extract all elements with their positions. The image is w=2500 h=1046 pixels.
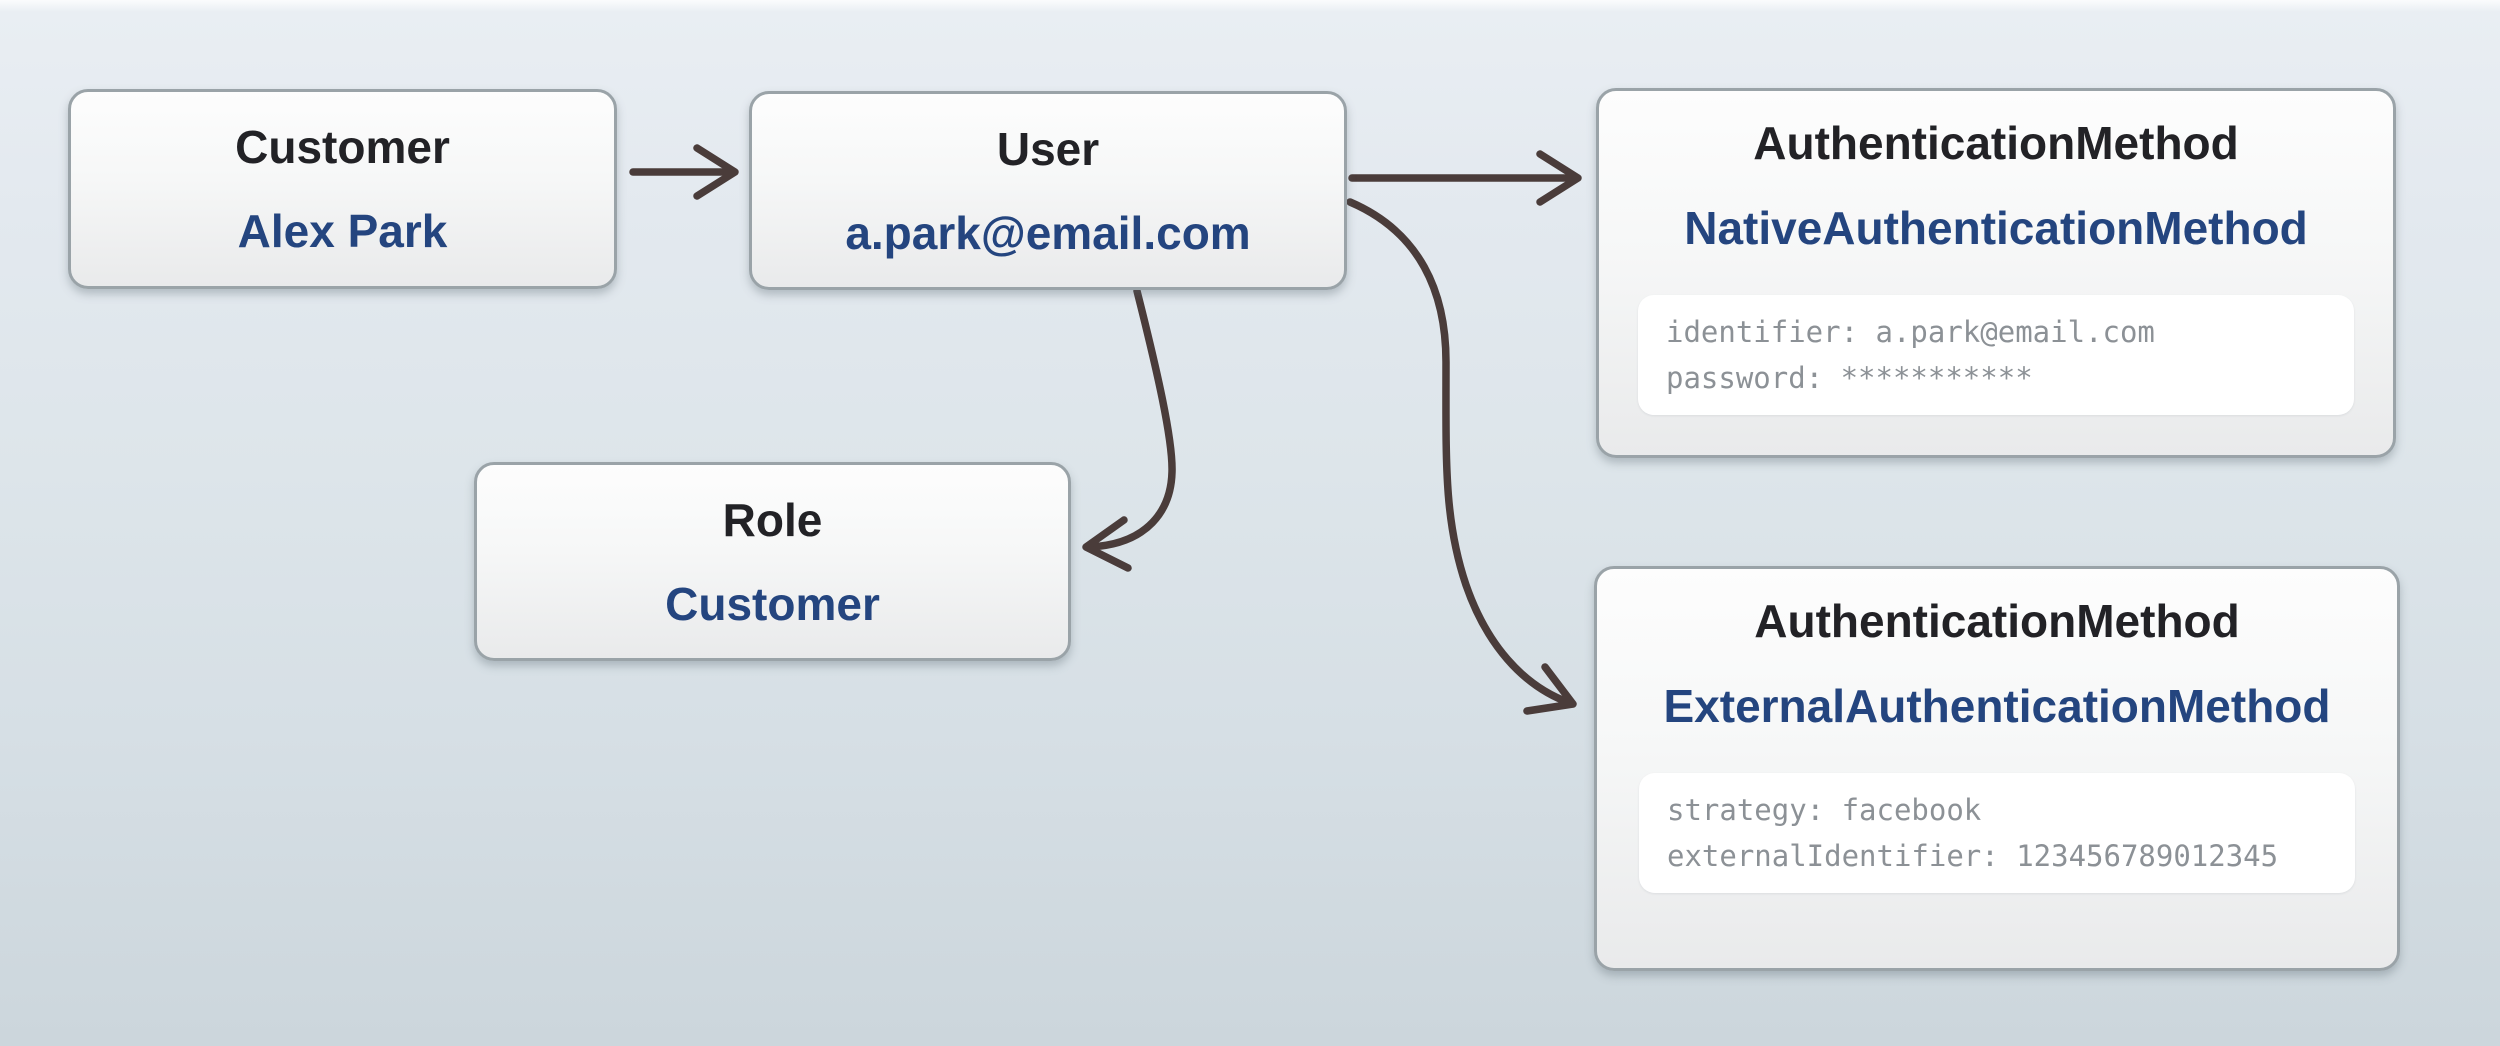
arrowhead-icon <box>1082 516 1132 572</box>
node-user: User a.park@email.com <box>749 91 1347 290</box>
node-external-authentication-method: AuthenticationMethod ExternalAuthenticat… <box>1594 566 2400 971</box>
attribute-identifier: identifier: a.park@email.com <box>1666 315 2155 349</box>
node-native-auth-title: AuthenticationMethod <box>1753 117 2239 169</box>
external-auth-attributes: strategy: facebook externalIdentifier: 1… <box>1639 773 2355 893</box>
attribute-strategy: strategy: facebook <box>1667 793 1982 827</box>
native-auth-attributes: identifier: a.park@email.com password: *… <box>1638 295 2354 415</box>
node-external-auth-title: AuthenticationMethod <box>1754 595 2240 647</box>
node-customer-title: Customer <box>235 121 450 173</box>
node-role-value: Customer <box>665 577 880 630</box>
edge-user-to-role <box>1082 287 1176 572</box>
node-user-title: User <box>996 122 1100 175</box>
node-role: Role Customer <box>474 462 1071 661</box>
attribute-password: password: *********** <box>1666 361 2033 395</box>
node-customer-value: Alex Park <box>237 205 448 257</box>
edge-customer-to-user <box>629 144 739 200</box>
node-native-auth-value: NativeAuthenticationMethod <box>1684 202 2308 254</box>
edge-user-to-native-auth <box>1348 150 1582 206</box>
node-customer: Customer Alex Park <box>68 89 617 289</box>
node-role-title: Role <box>722 493 823 546</box>
arrowhead-icon <box>693 144 739 200</box>
attribute-external-identifier: externalIdentifier: 123456789012345 <box>1667 839 2279 873</box>
node-user-value: a.park@email.com <box>845 206 1251 259</box>
node-native-authentication-method: AuthenticationMethod NativeAuthenticatio… <box>1596 88 2396 458</box>
node-external-auth-value: ExternalAuthenticationMethod <box>1663 680 2331 732</box>
edge-user-to-external-auth <box>1346 198 1577 715</box>
arrowhead-icon <box>1536 150 1582 206</box>
arrowhead-icon <box>1523 663 1577 715</box>
